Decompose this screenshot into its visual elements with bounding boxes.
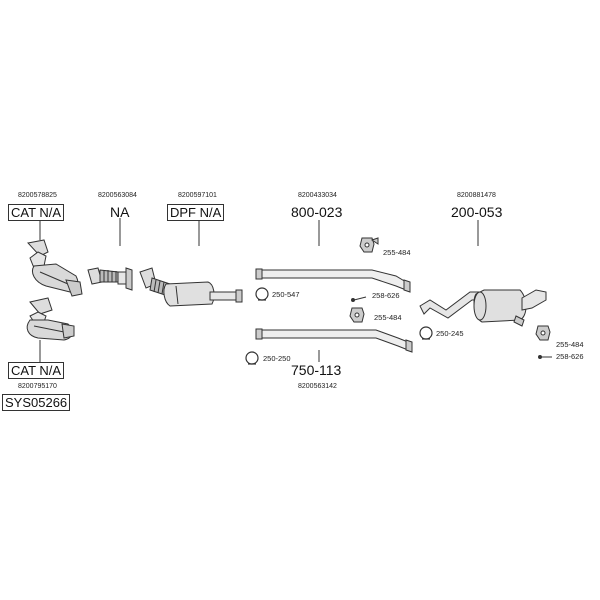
- bolt-258-626-label-b[interactable]: 258-626: [556, 352, 584, 361]
- cat1-part-code[interactable]: CAT N/A: [8, 204, 65, 221]
- rubber-hanger-255-484-b: [349, 307, 365, 323]
- clamp-250-245-label[interactable]: 250-245: [436, 329, 464, 338]
- bolt-258-626-label-a[interactable]: 258-626: [372, 291, 400, 300]
- cat2-oem-number: 8200795170: [18, 383, 57, 390]
- pipe-na-part-code[interactable]: NA: [110, 204, 130, 220]
- catalytic-converter-upper: [27, 239, 83, 297]
- bolt-258-626-b: [538, 355, 552, 359]
- rear-muffler-oem-number: 8200881478: [457, 192, 496, 199]
- catalytic-converter-lower: [26, 297, 75, 341]
- clamp-250-250: [245, 351, 259, 365]
- system-code[interactable]: SYS05266: [2, 394, 71, 411]
- pipe-na-oem-number: 8200563084: [98, 192, 137, 199]
- alt-pipe-part-code[interactable]: 750-113: [291, 362, 342, 378]
- rubber-hanger-255-484-c: [535, 325, 551, 341]
- rear-muffler-part-code[interactable]: 200-053: [451, 204, 503, 220]
- hanger-255-484-label-a[interactable]: 255-484: [383, 248, 411, 257]
- cat1-oem-number: 8200578825: [18, 192, 57, 199]
- bolt-258-626-a: [351, 296, 367, 302]
- rubber-hanger-255-484-a: [359, 237, 379, 253]
- alternative-middle-pipe: [255, 328, 413, 353]
- clamp-250-547-label[interactable]: 250-547: [272, 290, 300, 299]
- middle-pipe: [255, 268, 411, 293]
- clamp-250-245: [419, 326, 433, 340]
- mid-pipe-part-code[interactable]: 800-023: [291, 204, 343, 220]
- clamp-250-547: [255, 287, 269, 301]
- diesel-particulate-filter: [139, 267, 243, 307]
- hanger-255-484-label-c[interactable]: 255-484: [556, 340, 584, 349]
- alt-pipe-oem-number: 8200563142: [298, 383, 337, 390]
- dpf-part-code[interactable]: DPF N/A: [167, 204, 225, 221]
- rear-muffler: [419, 289, 547, 327]
- cat2-part-code[interactable]: CAT N/A: [8, 362, 65, 379]
- hanger-255-484-label-b[interactable]: 255-484: [374, 313, 402, 322]
- clamp-250-250-label[interactable]: 250-250: [263, 354, 291, 363]
- dpf-oem-number: 8200597101: [178, 192, 217, 199]
- mid-pipe-oem-number: 8200433034: [298, 192, 337, 199]
- front-flex-pipe: [87, 267, 133, 291]
